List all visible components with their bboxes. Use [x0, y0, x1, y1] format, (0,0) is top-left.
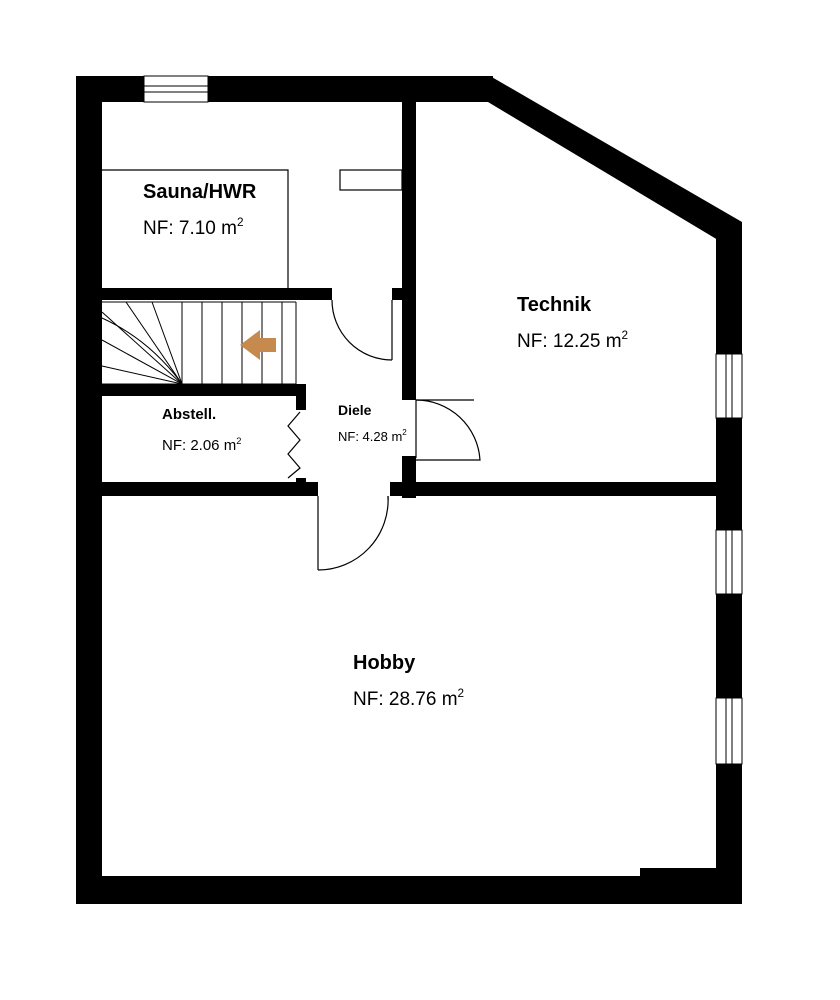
wall-sauna-bottom-right [392, 288, 404, 300]
doors [287, 299, 481, 571]
wall-right-2 [716, 418, 742, 530]
door-swing-icon [415, 399, 481, 461]
wall-stairs-bottom [100, 384, 306, 396]
sauna-cabin-outline [102, 169, 289, 290]
wall-right-3 [716, 594, 742, 698]
room-area-hobby: NF: 28.76 m2 [353, 687, 464, 710]
window-icon [715, 697, 743, 765]
wall-shelf [339, 169, 403, 191]
interior-walls [100, 100, 718, 498]
wall-bottom [76, 876, 742, 904]
room-area-diele: NF: 4.28 m2 [338, 428, 407, 444]
door-swing-icon [331, 299, 393, 361]
wall-right-1 [716, 222, 742, 354]
room-name-technik: Technik [517, 294, 592, 316]
room-labels: Sauna/HWR NF: 7.10 m2 Technik NF: 12.25 … [143, 181, 628, 710]
wall-abstell-right-top [296, 384, 306, 410]
room-name-hobby: Hobby [353, 652, 416, 674]
outer-walls [76, 76, 742, 904]
wall-bottom-step [640, 868, 720, 878]
wall-hobby-top-left [100, 482, 318, 496]
fixtures [102, 169, 403, 290]
room-name-abstell: Abstell. [162, 406, 216, 423]
wall-top-mid [208, 76, 493, 102]
window-icon [143, 75, 209, 103]
windows [143, 75, 743, 765]
wall-hobby-top-right [390, 482, 718, 496]
door-swing-icon [317, 495, 389, 571]
room-name-sauna-hwr: Sauna/HWR [143, 181, 257, 203]
room-name-diele: Diele [338, 402, 372, 418]
room-area-technik: NF: 12.25 m2 [517, 329, 628, 352]
window-icon [715, 353, 743, 419]
wall-diagonal [488, 76, 742, 248]
window-icon [715, 529, 743, 595]
staircase [101, 301, 297, 385]
wall-left [76, 76, 102, 904]
wall-technik-left-upper [402, 100, 416, 400]
room-area-sauna-hwr: NF: 7.10 m2 [143, 216, 244, 239]
wall-sauna-bottom [100, 288, 332, 300]
room-area-abstell: NF: 2.06 m2 [162, 436, 241, 454]
folding-door-icon [287, 411, 301, 479]
stair-direction-arrow-icon [240, 330, 276, 360]
